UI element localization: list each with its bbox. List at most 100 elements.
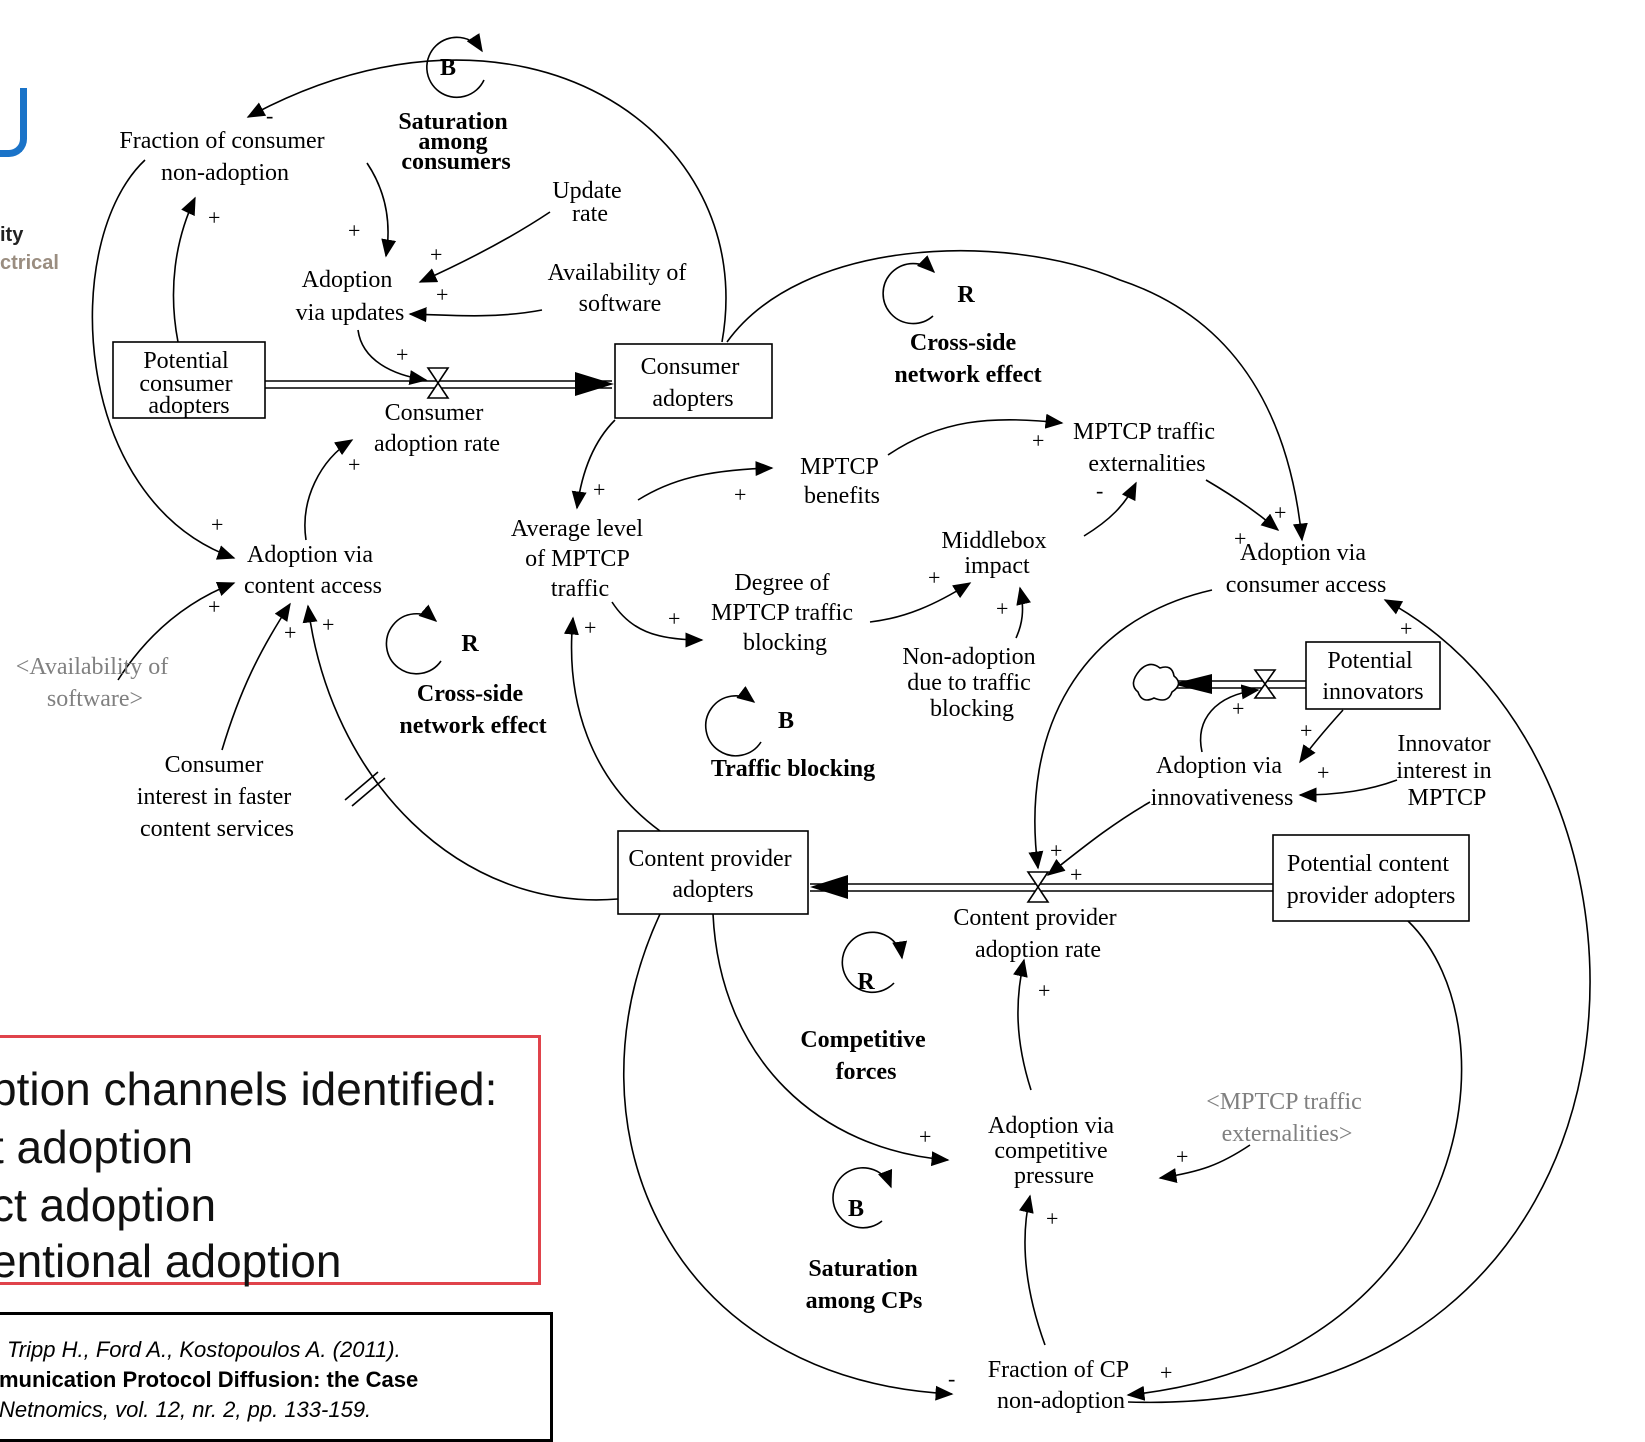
stock-content-provider-adopters-label: Content provider adopters [628,846,797,903]
link-middlebox-to-externalities [1083,481,1137,537]
var-adoption-innovativeness: Adoption via innovativeness [1151,753,1294,811]
var-adoption-competitive-pressure: Adoption via competitive pressure [988,1113,1120,1189]
adoption-channels-callout: ption channels identified: t adoption ct… [0,1035,541,1287]
pol-14: + [668,606,680,631]
loop-saturation-cps: B Saturation among CPs [806,1166,924,1314]
var-adoption-consumer-access: Adoption via consumer access [1226,540,1387,598]
pol-8: + [211,512,223,537]
link-competitive-to-cp-rate [1013,958,1032,1091]
loop-name: Cross-side network effect [399,681,546,739]
link-benefits-to-externalities [887,413,1064,456]
reference-line-3: Netnomics, vol. 12, nr. 2, pp. 133-159. [0,1397,372,1422]
link-consumer-adopters-to-fraction-nonadoption [246,59,727,343]
stock-potential-consumer-label: Potential consumer adopters [139,348,238,419]
loop-letter: R [957,282,975,308]
loop-arrow-icon [704,686,762,757]
var-innovator-interest: Innovator interest in MPTCP [1396,731,1497,811]
pol-22: + [1400,616,1412,641]
link-potential-to-fraction [172,196,196,343]
var-mptcp-externalities-shadow: <MPTCP traffic externalities> [1206,1089,1368,1147]
pol-20: + [1234,526,1246,551]
link-cp-adopters-to-competitive [712,913,950,1167]
stock-potential-innovators-box [1305,641,1441,710]
loop-name: Cross-side network effect [894,330,1041,388]
link-traffic-to-blocking [611,601,704,648]
var-fraction-cp-nonadoption: Fraction of CP non-adoption [988,1357,1134,1414]
stock-potential-cp-box [1272,834,1470,922]
link-update-rate-to-adoption-updates [418,211,551,283]
pol-3: + [348,218,360,243]
loop-name: Competitive forces [800,1027,931,1085]
callout-line-1: ption channels identified: [0,1063,498,1115]
stock-potential-cp-label: Potential content provider adopters [1287,851,1456,909]
loop-arrow-icon [882,255,936,325]
loop-competitive-forces: R Competitive forces [800,931,931,1085]
loop-arrow-icon [426,33,485,99]
cp-adoption-flow [810,871,1273,903]
link-traffic-to-benefits [637,460,774,501]
var-nonadoption-blocking: Non-adoption due to traffic blocking [902,644,1041,722]
pol-32: - [948,1366,955,1391]
link-potential-innovators-to-innovativeness [1299,709,1344,764]
callout-line-4: entional adoption [0,1235,342,1287]
pol-29: + [919,1124,931,1149]
callout-line-3: ct adoption [0,1179,217,1231]
link-fraction-to-content-access [91,159,236,560]
loop-name: Saturation among CPs [806,1256,924,1314]
pol-28: + [1038,978,1050,1003]
loop-letter: B [848,1196,864,1222]
cloud-sink-icon [1132,663,1180,701]
pol-1: - [266,103,273,128]
pol-2: + [208,205,220,230]
link-innovativeness-to-innovator-flow [1199,684,1260,753]
loop-name: Saturation among consumers [398,109,513,175]
var-consumer-interest: Consumer interest in faster content serv… [137,752,298,842]
link-fraction-cp-to-competitive [1019,1194,1046,1346]
logo-text-line2: ctrical [0,252,59,274]
pol-27: + [1070,862,1082,887]
pol-19: - [1096,478,1103,503]
var-middlebox-impact: Middlebox impact [941,528,1052,579]
pol-12: + [593,477,605,502]
stock-potential-innovators-label: Potential innovators [1322,648,1423,705]
pol-15: + [584,615,596,640]
var-degree-blocking: Degree of MPTCP traffic blocking [711,570,859,656]
var-mptcp-benefits: MPTCP benefits [800,454,884,509]
link-availability-to-adoption-updates [408,307,543,323]
link-consumer-interest-to-content-access [221,602,291,751]
link-shadow-externalities-to-competitive [1158,1144,1251,1183]
university-logo-mark [0,88,27,157]
pol-13: + [734,482,746,507]
var-adoption-content-access: Adoption via content access [244,542,382,599]
loop-arrow-icon [385,604,442,675]
var-consumer-adoption-rate: Consumer adoption rate [374,400,500,457]
loop-letter: B [778,708,794,734]
link-consumer-adopters-to-traffic [571,419,616,510]
pol-23: + [1232,696,1244,721]
innovator-valve-icon [1253,669,1277,699]
consumer-adoption-valve-icon [426,367,450,399]
pol-31: + [1046,1206,1058,1231]
pol-6: + [396,342,408,367]
reference-line-1: Tripp H., Ford A., Kostopoulos A. (2011)… [7,1337,401,1362]
pol-25: + [1317,760,1329,785]
pol-17: + [928,565,940,590]
pol-7: + [348,452,360,477]
pol-18: + [996,596,1008,621]
delay-mark-a [344,771,379,801]
stock-consumer-adopters-label: Consumer adopters [641,354,746,412]
var-availability-software: Availability of software [548,260,693,317]
stock-content-provider-adopters-box [617,830,809,915]
link-fraction-cp-to-consumer-access [1127,599,1591,1403]
innovator-flow [1132,663,1306,701]
pol-5: + [436,282,448,307]
stock-potential-consumer-box [112,341,266,419]
consumer-adoption-flow [265,367,614,399]
loop-name: Traffic blocking [711,756,875,782]
link-consumer-access-to-cp-rate [1028,589,1213,870]
var-update-rate: Update rate [552,178,627,227]
delay-mark-b [351,777,386,807]
link-nonadoption-to-middlebox [1015,586,1031,639]
pol-9: + [208,594,220,619]
